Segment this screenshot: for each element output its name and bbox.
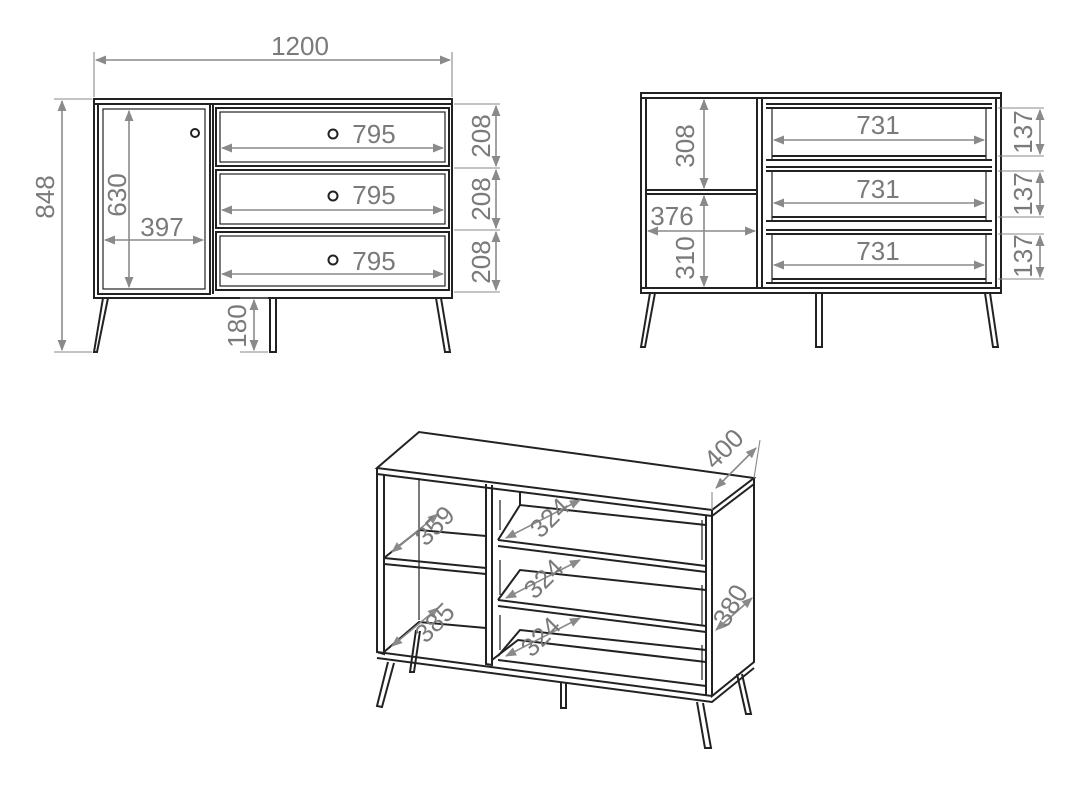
dim-shelf-depth-bottom xyxy=(391,607,439,647)
label-depth: 400 xyxy=(698,423,750,475)
front-leg-left xyxy=(92,297,109,353)
rear-drawer-1 xyxy=(766,103,992,161)
label-drawer-1-height: 208 xyxy=(466,114,496,157)
persp-leg-front-right xyxy=(696,701,713,749)
front-drawer-1-panel xyxy=(219,111,446,163)
drawer-1-knob xyxy=(327,128,339,140)
label-leg-height: 180 xyxy=(222,304,252,347)
label-shelf-top-height: 308 xyxy=(670,124,700,167)
label-door-width: 397 xyxy=(140,212,183,242)
rear-leg-left xyxy=(639,292,656,348)
persp-bottom-front xyxy=(376,651,713,697)
door-knob xyxy=(190,128,200,138)
front-leg-right xyxy=(435,297,452,353)
label-overall-width: 1200 xyxy=(271,31,329,61)
persp-leg-front-left xyxy=(375,661,395,709)
dim-depth xyxy=(715,447,757,489)
dim-drawer-1-depth xyxy=(505,499,581,539)
label-drawer-2-depth: 324 xyxy=(518,553,570,605)
front-view: 1200 848 630 397 795 795 795 208 208 208 xyxy=(30,31,501,353)
label-drawer-3-depth: 324 xyxy=(515,611,567,663)
perspective-view: 400 359 385 324 324 324 380 xyxy=(374,423,761,749)
front-door-panel xyxy=(102,108,206,290)
label-drawer-1-depth: 324 xyxy=(524,492,576,544)
label-drawer-3-width: 795 xyxy=(352,246,395,276)
label-shelf-depth-bottom: 385 xyxy=(409,597,461,649)
persp-divider xyxy=(485,484,493,667)
label-overall-height: 848 xyxy=(30,175,60,218)
label-drawer-3-height: 208 xyxy=(466,240,496,283)
label-inner-drawer-1-width: 731 xyxy=(856,110,899,140)
label-drawer-2-width: 795 xyxy=(352,180,395,210)
persp-left-side xyxy=(376,474,385,656)
rear-drawer-2 xyxy=(766,166,992,222)
label-shelf-bottom-height: 310 xyxy=(670,236,700,279)
front-drawer-3-panel xyxy=(219,235,446,287)
label-inner-drawer-3-height: 137 xyxy=(1008,234,1038,277)
dim-shelf-depth-top xyxy=(391,513,439,553)
rear-drawer-3 xyxy=(766,229,992,284)
persp-right-side xyxy=(711,484,755,699)
label-shelf-depth-top: 359 xyxy=(409,500,461,552)
rear-leg-right xyxy=(984,292,1000,348)
drawer-3-knob xyxy=(327,254,339,266)
persp-leg-back-left xyxy=(408,629,421,673)
rear-leg-middle xyxy=(815,293,823,348)
label-drawer-1-width: 795 xyxy=(352,119,395,149)
front-drawer-3 xyxy=(215,231,450,291)
label-shelf-width: 376 xyxy=(650,201,693,231)
label-side-depth: 380 xyxy=(706,579,754,632)
label-inner-drawer-3-width: 731 xyxy=(856,236,899,266)
front-drawer-2-panel xyxy=(219,173,446,225)
front-drawer-2 xyxy=(215,169,450,229)
label-inner-drawer-2-width: 731 xyxy=(856,174,899,204)
label-inner-drawer-2-height: 137 xyxy=(1008,172,1038,215)
label-inner-drawer-1-height: 137 xyxy=(1008,110,1038,153)
front-leg-middle xyxy=(269,298,277,353)
drawer-2-knob xyxy=(327,190,339,202)
dim-drawer-2-depth xyxy=(505,559,581,599)
label-drawer-2-height: 208 xyxy=(466,177,496,220)
rear-view: 308 310 376 731 731 731 137 137 137 xyxy=(639,92,1045,348)
dim-drawer-3-depth xyxy=(505,617,581,657)
persp-leg-middle xyxy=(560,682,567,709)
front-body-outline xyxy=(93,98,453,299)
persp-leg-back-right xyxy=(736,673,753,715)
front-drawer-1 xyxy=(215,107,450,167)
label-door-height: 630 xyxy=(102,173,132,216)
dim-side-depth xyxy=(715,597,753,631)
front-door xyxy=(97,103,211,295)
